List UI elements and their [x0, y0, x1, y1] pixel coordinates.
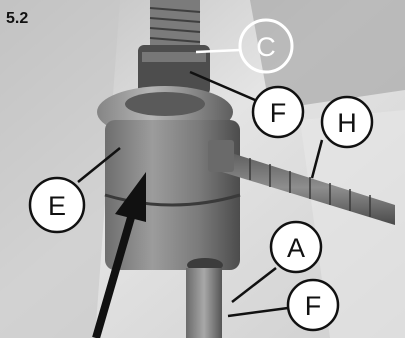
- collar-bore: [125, 92, 205, 116]
- threaded-stem: [150, 0, 200, 45]
- background-box-top-right: [250, 0, 405, 110]
- callout-c-label: C: [256, 32, 276, 62]
- background-panel-left: [0, 0, 120, 338]
- callout-a: A: [269, 220, 323, 274]
- callout-h: H: [320, 95, 374, 149]
- leader-line-c: [195, 48, 241, 54]
- callout-f-bottom-label: F: [305, 291, 322, 321]
- pointer-arrow: [92, 172, 146, 338]
- leader-line-f-top: [189, 70, 256, 102]
- cylinder-groove: [104, 193, 241, 207]
- cylinder-body: [105, 120, 240, 270]
- callout-e-label: E: [48, 191, 66, 221]
- rod-thread-lines: [249, 158, 371, 217]
- rod-mount: [208, 140, 234, 172]
- figure-number: 5.2: [6, 10, 29, 27]
- callout-e: E: [28, 176, 86, 234]
- callout-h-label: H: [337, 108, 357, 138]
- leader-line-e: [77, 147, 121, 183]
- lower-shaft: [186, 268, 222, 338]
- leader-lines: [77, 48, 324, 318]
- leader-line-h: [310, 139, 324, 179]
- callout-a-label: A: [287, 233, 305, 263]
- threaded-rod: [222, 150, 395, 225]
- callout-f-bottom: F: [286, 278, 340, 332]
- thread-lines: [149, 7, 201, 43]
- leader-line-a: [231, 267, 277, 303]
- callout-f-top-label: F: [270, 98, 287, 128]
- leader-line-f-bottom: [227, 306, 289, 318]
- callout-f-top: F: [251, 85, 305, 139]
- callout-c: C: [238, 18, 294, 74]
- nut-ring: [142, 52, 206, 62]
- background-surface-right: [300, 110, 405, 338]
